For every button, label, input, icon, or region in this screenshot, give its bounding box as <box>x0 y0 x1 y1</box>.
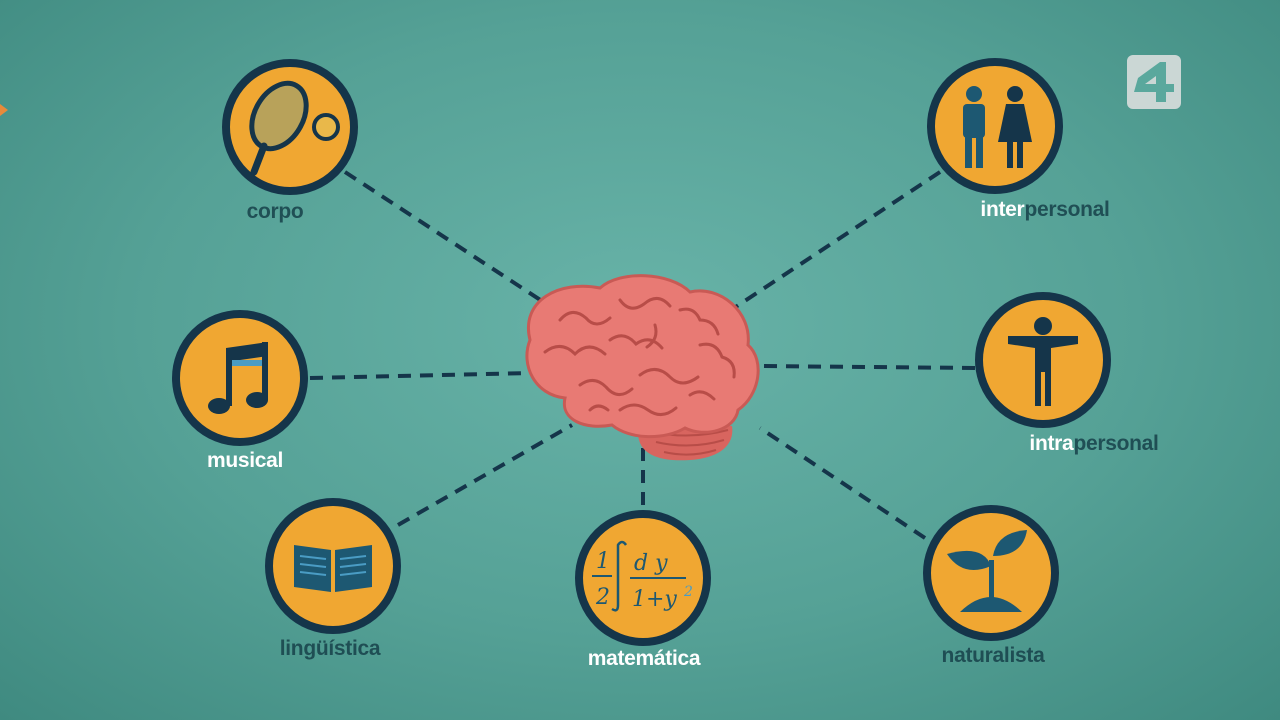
label-intrapersonal: intrapersonal <box>1029 432 1158 456</box>
label-linguistica: lingüística <box>279 637 381 660</box>
node-linguistica <box>265 498 401 634</box>
node-intrapersonal <box>975 292 1111 428</box>
line-intrapersonal <box>759 364 976 370</box>
line-corpo <box>343 170 550 307</box>
math-formula-icon: 1 2 d y 1+y 2 <box>592 540 693 612</box>
node-naturalista <box>923 505 1059 641</box>
label-intrapersonal-highlight: intra <box>1029 432 1074 455</box>
node-musical <box>172 310 308 446</box>
svg-text:2: 2 <box>683 584 693 600</box>
person-arms-out-icon <box>1008 317 1078 406</box>
label-interpersonal: interpersonal <box>980 198 1109 222</box>
node-corpo <box>222 59 358 195</box>
label-naturalista: naturalista <box>941 644 1045 667</box>
label-matematica: matemática <box>587 647 701 670</box>
svg-text:1: 1 <box>596 549 610 574</box>
label-interpersonal-rest: personal <box>1024 198 1110 221</box>
music-note-icon <box>208 342 268 414</box>
line-musical <box>309 371 531 380</box>
tennis-racket-icon <box>249 80 340 176</box>
line-naturalista <box>758 426 927 540</box>
sprout-icon <box>947 530 1027 612</box>
svg-text:1+y: 1+y <box>632 587 677 612</box>
svg-text:d y: d y <box>634 551 668 576</box>
label-intrapersonal-rest: personal <box>1073 432 1159 455</box>
label-interpersonal-highlight: inter <box>980 198 1025 221</box>
label-corpo: corpo <box>246 200 304 223</box>
node-interpersonal <box>927 58 1063 194</box>
line-linguistica <box>397 423 573 527</box>
svg-text:2: 2 <box>595 585 610 610</box>
label-musical: musical <box>206 449 284 472</box>
open-book-icon <box>294 545 372 592</box>
man-woman-icon <box>963 86 1032 168</box>
node-matematica: 1 2 d y 1+y 2 <box>575 510 711 646</box>
